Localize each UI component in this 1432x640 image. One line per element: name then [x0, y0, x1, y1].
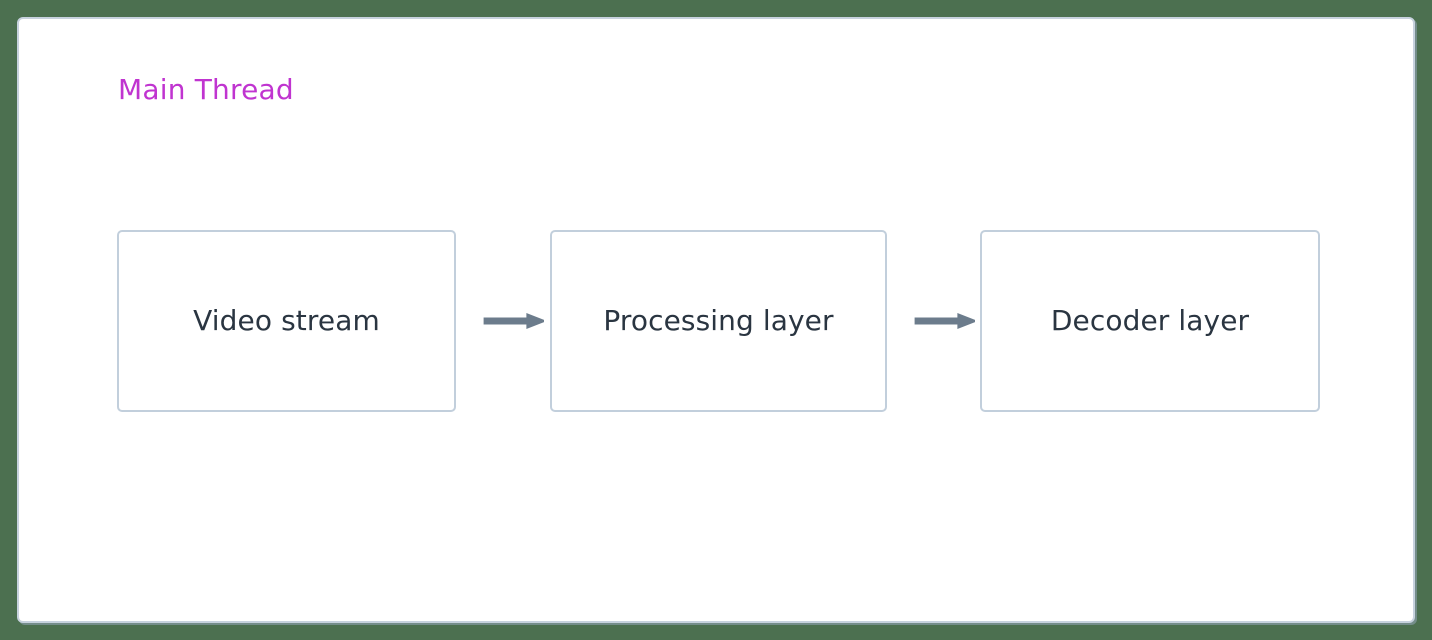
node-label: Decoder layer — [1050, 304, 1250, 337]
arrow-right-icon — [914, 313, 975, 329]
edge-processing-layer-to-decoder-layer — [897, 306, 975, 336]
edge-video-stream-to-processing-layer — [466, 306, 544, 336]
node-processing-layer[interactable]: Processing layer — [550, 230, 887, 412]
arrow-right-icon — [483, 313, 544, 329]
diagram-card: Main Thread Video stream Processing laye… — [17, 17, 1415, 623]
flowchart-canvas: Video stream Processing layer Decoder la… — [19, 19, 1413, 621]
cluster-title-main-thread: Main Thread — [118, 73, 294, 106]
node-label: Processing layer — [603, 304, 834, 337]
node-decoder-layer[interactable]: Decoder layer — [980, 230, 1320, 412]
node-video-stream[interactable]: Video stream — [117, 230, 456, 412]
node-label: Video stream — [193, 304, 380, 337]
